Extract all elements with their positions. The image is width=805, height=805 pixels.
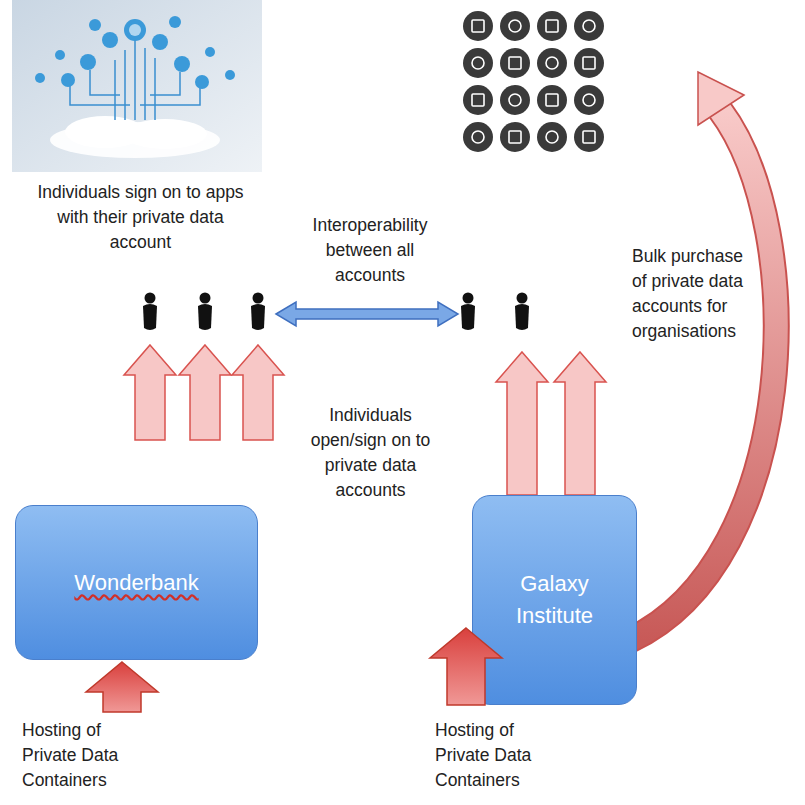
industry-icon-glyph	[583, 94, 595, 106]
industry-icon-glyph	[583, 131, 595, 143]
annotation-text: Hosting of Private Data Containers	[435, 718, 553, 793]
annotation-text: Hosting of Private Data Containers	[22, 718, 140, 793]
industry-icon-glyph	[583, 20, 595, 32]
industry-icon-glyph	[509, 94, 521, 106]
cloud-apps-image	[12, 0, 262, 172]
person-icons	[143, 293, 529, 331]
industry-icon-glyph	[509, 20, 521, 32]
industry-icon	[537, 11, 567, 41]
industry-icon	[500, 11, 530, 41]
industry-icon	[463, 122, 493, 152]
industry-icon-glyph	[509, 131, 521, 143]
double-arrow	[276, 302, 458, 326]
industry-icon	[500, 48, 530, 78]
organisation-box: Galaxy Institute	[472, 495, 637, 705]
annotation-text: Individuals sign on to apps with their p…	[33, 180, 248, 255]
industry-icon-glyph	[472, 94, 484, 106]
annotation-text: Individuals open/sign on to private data…	[298, 403, 443, 502]
organisation-box: Wonderbank	[15, 505, 258, 660]
annotation-text: Interoperability between all accounts	[295, 213, 445, 288]
industry-icon-glyph	[546, 131, 558, 143]
industry-icon-glyph	[472, 20, 484, 32]
industry-icon	[500, 85, 530, 115]
industry-icon	[574, 122, 604, 152]
curved-arrow	[630, 72, 776, 640]
industry-icon-glyph	[546, 20, 558, 32]
industry-icon	[574, 48, 604, 78]
industry-icon	[574, 85, 604, 115]
industry-icon	[463, 85, 493, 115]
organisation-name: Galaxy Institute	[495, 568, 615, 632]
industry-icon-glyph	[509, 57, 521, 69]
industry-icon-glyph	[472, 131, 484, 143]
industry-icon-glyph	[472, 57, 484, 69]
industry-icon	[537, 122, 567, 152]
organisation-name: Wonderbank	[27, 567, 247, 599]
industry-icon	[537, 85, 567, 115]
industry-icon	[574, 11, 604, 41]
industry-icon	[463, 48, 493, 78]
industry-icon	[500, 122, 530, 152]
industry-icon-grid	[463, 11, 604, 152]
industry-icon-glyph	[546, 57, 558, 69]
hosting-arrow	[86, 662, 158, 712]
industry-icon-glyph	[583, 57, 595, 69]
annotation-text: Bulk purchase of private data accounts f…	[632, 244, 754, 343]
industry-icon	[537, 48, 567, 78]
industry-icon	[463, 11, 493, 41]
industry-icon-glyph	[546, 94, 558, 106]
